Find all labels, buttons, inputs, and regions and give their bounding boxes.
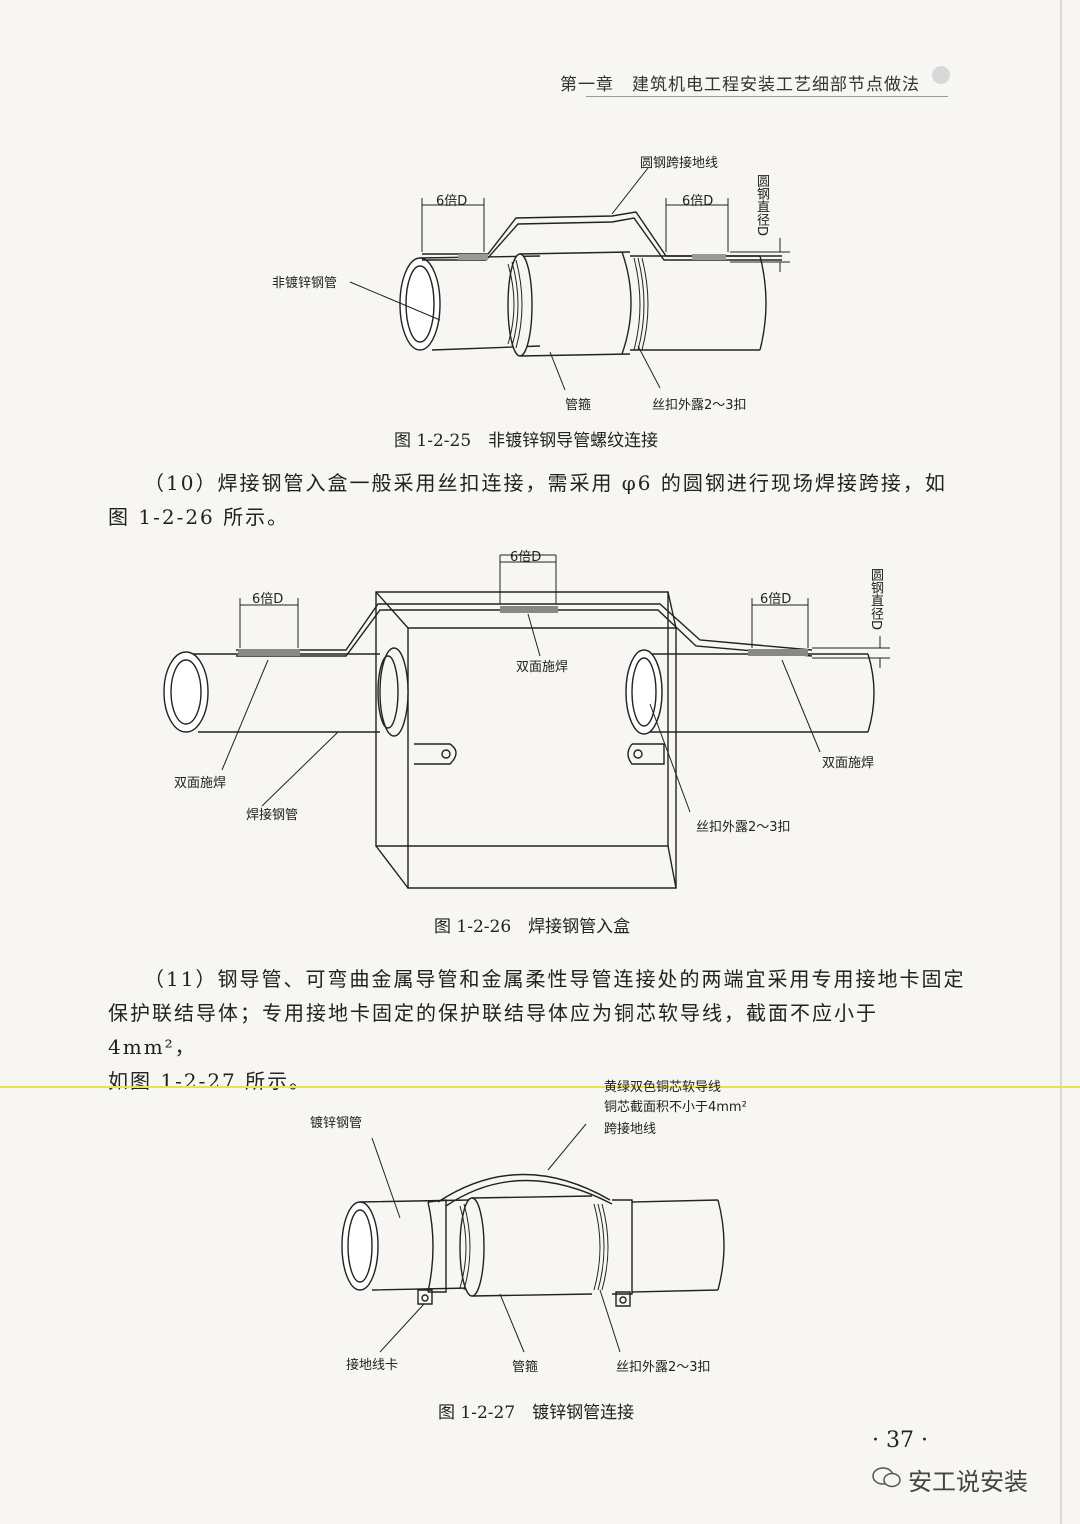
fig26-6d-right-label: 6倍D [760, 592, 792, 607]
chapter-title: 建筑机电工程安装工艺细部节点做法 [632, 75, 920, 95]
page-edge [1060, 0, 1062, 1524]
fig25-bridge-label: 圆钢跨接地线 [640, 156, 719, 171]
fig26-pipe-label: 焊接钢管 [246, 808, 299, 823]
fig27-caption: 图 1-2-27 镀锌钢管连接 [438, 1403, 635, 1423]
chapter-label: 第一章 [560, 75, 614, 95]
paragraph-10-line2: 图 1-2-26 所示。 [108, 505, 290, 529]
paragraph-10-line1: （10）焊接钢管入盒一般采用丝扣连接，需采用 φ6 的圆钢进行现场焊接跨接，如 [144, 471, 947, 495]
header-ornament [932, 66, 950, 84]
fig25-6d-right-label: 6倍D [682, 194, 714, 209]
fig26-weld-center-label: 双面施焊 [516, 660, 569, 675]
fig26-caption: 图 1-2-26 焊接钢管入盒 [434, 917, 631, 937]
fig25-pipe-label: 非镀锌钢管 [272, 276, 338, 291]
fig25-diameter-label: 圆钢直径D [754, 174, 769, 237]
fig26-weld-right-label: 双面施焊 [822, 756, 875, 771]
fig27-wire-label-2: 铜芯截面积不小于4mm² [604, 1100, 747, 1115]
fig25-6d-left-label: 6倍D [436, 194, 468, 209]
wechat-icon [872, 1467, 901, 1488]
fig26-weld-left-label: 双面施焊 [174, 776, 227, 791]
paragraph-11: （11）钢导管、可弯曲金属导管和金属柔性导管连接处的两端宜采用专用接地卡固定 保… [108, 962, 968, 1098]
fig25-thread-label: 丝扣外露2～3扣 [652, 398, 747, 413]
header-rule [586, 96, 948, 97]
fig26-diameter-label: 圆钢直径D [868, 568, 883, 631]
figure-1-2-27-drawing [0, 1090, 1080, 1390]
paragraph-11-line2: 保护联结导体；专用接地卡固定的保护联结导体应为铜芯软导线，截面不应小于 4mm²… [108, 1001, 878, 1059]
running-header: 第一章 建筑机电工程安装工艺细部节点做法 [560, 70, 920, 95]
fig27-clip-label: 接地线卡 [346, 1358, 399, 1373]
fig27-wire-label-3: 跨接地线 [604, 1122, 657, 1137]
fig25-caption: 图 1-2-25 非镀锌钢导管螺纹连接 [394, 431, 659, 451]
paragraph-10: （10）焊接钢管入盒一般采用丝扣连接，需采用 φ6 的圆钢进行现场焊接跨接，如 … [108, 466, 968, 534]
watermark-text: 安工说安装 [908, 1468, 1028, 1496]
yellow-divider [0, 1086, 1080, 1088]
fig26-thread-label: 丝扣外露2～3扣 [696, 820, 791, 835]
fig26-6d-top-label: 6倍D [510, 550, 542, 565]
paragraph-11-line1: （11）钢导管、可弯曲金属导管和金属柔性导管连接处的两端宜采用专用接地卡固定 [144, 967, 966, 991]
fig27-pipe-label: 镀锌钢管 [310, 1116, 363, 1131]
page-number: · 37 · [872, 1428, 928, 1453]
fig27-wire-label-1: 黄绿双色铜芯软导线 [604, 1080, 722, 1095]
figure-1-2-26-drawing [0, 540, 1080, 910]
fig27-coupling-label: 管箍 [512, 1360, 539, 1375]
fig26-6d-left-label: 6倍D [252, 592, 284, 607]
fig27-thread-label: 丝扣外露2～3扣 [616, 1360, 711, 1375]
fig25-coupling-label: 管箍 [565, 398, 592, 413]
paragraph-11-line3: 如图 1-2-27 所示。 [108, 1069, 312, 1093]
figure-1-2-25-drawing [0, 140, 1080, 430]
